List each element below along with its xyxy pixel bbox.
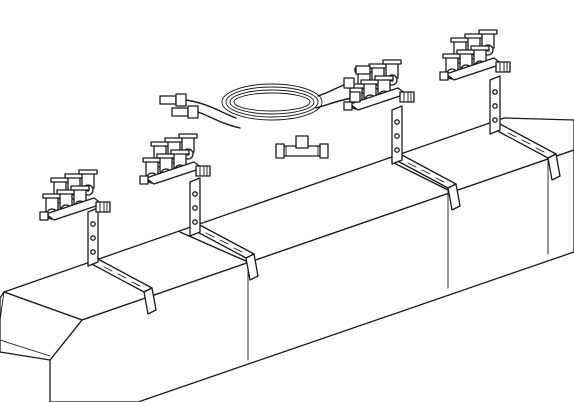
tee-fitting: [275, 135, 329, 159]
duct: [0, 117, 574, 402]
dual-hose-cable: [159, 65, 371, 129]
valve-cluster-1: [40, 170, 110, 220]
bracket-2: [189, 177, 201, 237]
bracket-3: [391, 105, 403, 165]
valve-cluster-2: [140, 134, 210, 184]
bracket-1: [87, 207, 99, 267]
bracket-4: [489, 75, 501, 135]
valve-cluster-4: [440, 30, 510, 80]
